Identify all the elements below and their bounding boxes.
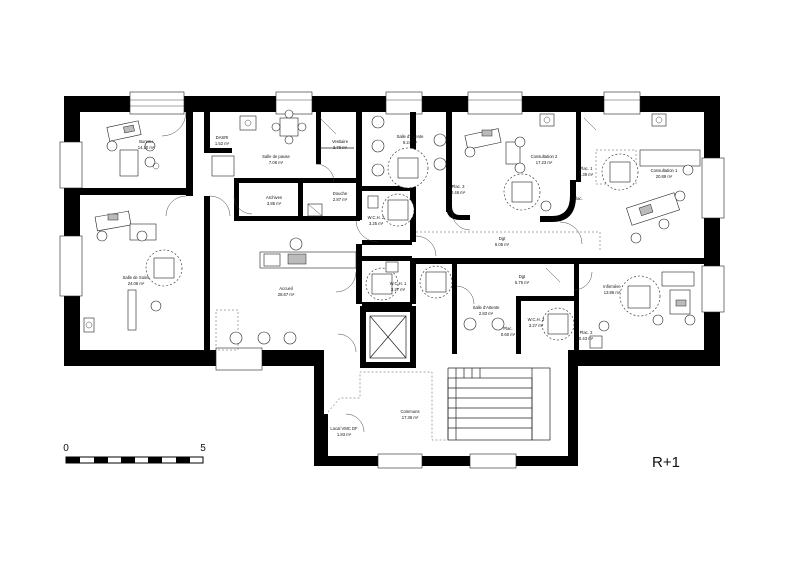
room-consultation-2-name: Consultation 2 [531, 154, 558, 159]
scale-start-label: 0 [63, 443, 69, 454]
room-wch-2-name: W.C.H. 2 [368, 215, 385, 220]
room-dgt-1-area: 6.05 m² [495, 242, 510, 247]
room-salle-pause-name: Salle de pause [262, 154, 290, 159]
room-douche-area: 2.87 m² [333, 197, 348, 202]
room-local-vmc-area: 1.83 m² [337, 432, 352, 437]
furniture [83, 109, 701, 433]
room-dgt-2-area: 5.75 m² [515, 280, 530, 285]
room-wch-2-area: 3.25 m² [369, 221, 384, 226]
room-salle-pause-area: 7.06 m² [269, 160, 284, 165]
room-plac-bottom-area: 0.60 m² [501, 332, 516, 337]
elevator [369, 315, 407, 359]
stairs [447, 367, 551, 441]
room-douche-name: Douche [333, 191, 348, 196]
room-dasri-name: DASRI [216, 135, 229, 140]
room-communs-area: 17.36 m² [402, 415, 419, 420]
room-infirmiere-name: Infirmière [603, 284, 621, 289]
room-salle-attente-2-area: 2.83 m² [479, 311, 494, 316]
room-accueil-name: Accueil [279, 286, 293, 291]
room-plac-1-name: Plac. 1 [580, 166, 593, 171]
room-infirmiere-area: 13.86 m² [604, 290, 621, 295]
room-local-vmc-name: Local VMC DF [330, 426, 358, 431]
room-salle-attente-1-name: Salle d'Attente [397, 134, 425, 139]
windows [59, 91, 725, 469]
room-plac-top-name: Plac. [573, 196, 582, 201]
room-labels: Bureau 14.10 m² DASRI 1.52 m² Salle de p… [123, 134, 678, 437]
room-plac-3-area: 0.46 m² [451, 190, 466, 195]
room-salle-soins-name: Salle de Soins [123, 275, 150, 280]
room-plac-2-name: Plac. 2 [580, 330, 593, 335]
scale-bar: 0 5 [63, 443, 206, 464]
interior-walls [80, 112, 704, 456]
room-consultation-1-area: 20.89 m² [656, 174, 673, 179]
room-accueil-area: 28.67 m² [278, 292, 295, 297]
room-archives-area: 3.85 m² [267, 201, 282, 206]
room-salle-attente-1-area: 9.24 m² [403, 140, 418, 145]
room-archives-name: Archives [266, 195, 282, 200]
room-plac-bottom-name: Plac. [503, 326, 512, 331]
room-vestiaire-area: 3.70 m² [333, 145, 348, 150]
room-consultation-2-area: 17.23 m² [536, 160, 553, 165]
room-plac-1-area: 0.39 m² [579, 172, 594, 177]
room-dasri-area: 1.52 m² [215, 141, 230, 146]
room-wch-1-name: W.C.H. 1 [390, 281, 407, 286]
room-dgt-1-name: Dgt [499, 236, 506, 241]
room-wch-3-area: 3.27 m² [529, 323, 544, 328]
room-bureau-area: 14.10 m² [138, 145, 155, 150]
room-plac-2-area: 0.43 m² [579, 336, 594, 341]
room-consultation-1-name: Consultation 1 [651, 168, 678, 173]
scale-end-label: 5 [200, 443, 206, 454]
room-wch-1-area: 3.27 m² [391, 287, 406, 292]
room-communs-name: Communs [400, 409, 419, 414]
room-wch-3-name: W.C.H. 3 [528, 317, 545, 322]
room-vestiaire-name: Vestiaire [332, 139, 349, 144]
room-salle-attente-2-name: Salle d'Attente [473, 305, 501, 310]
level-label: R+1 [652, 454, 680, 471]
room-plac-3-name: Plac. 3 [452, 184, 465, 189]
room-dgt-2-name: Dgt [519, 274, 526, 279]
room-salle-soins-area: 24.06 m² [128, 281, 145, 286]
room-bureau-name: Bureau [139, 139, 153, 144]
